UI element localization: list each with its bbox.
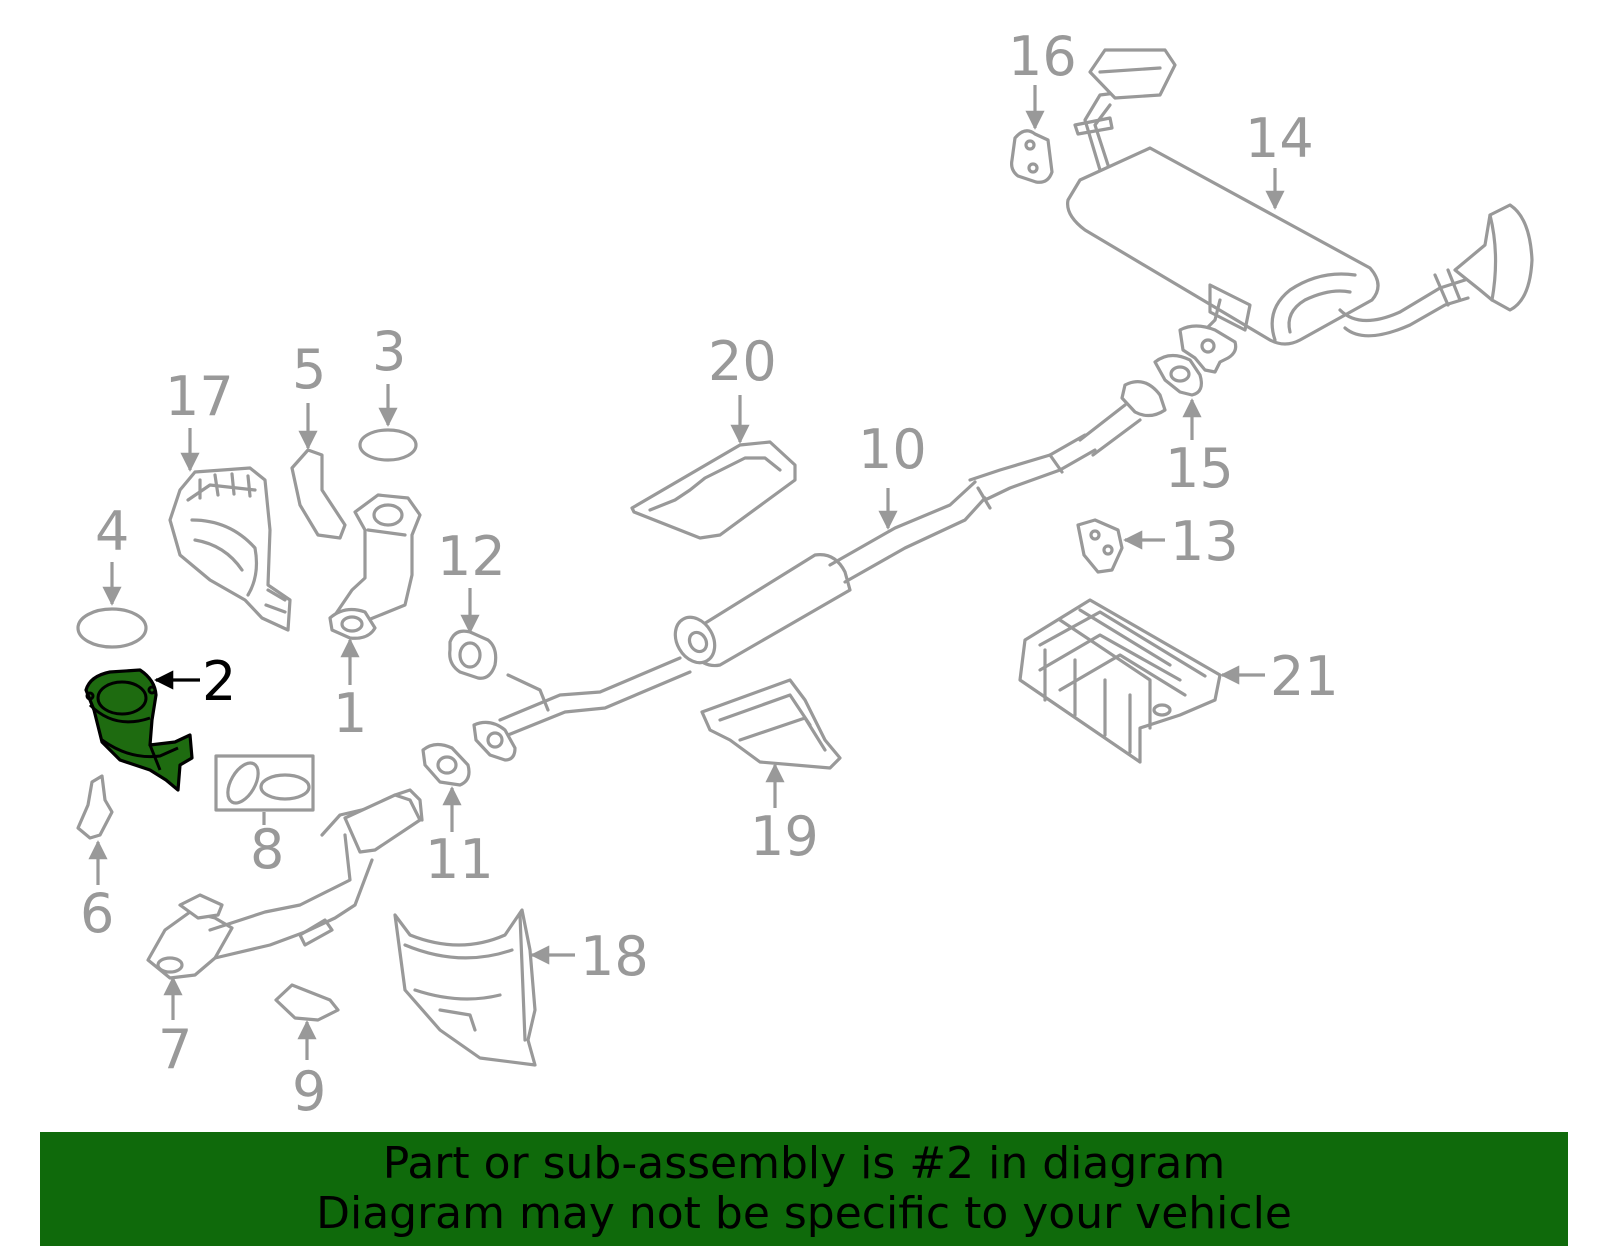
- callout-3[interactable]: 3: [372, 320, 406, 383]
- callout-11[interactable]: 11: [425, 828, 494, 891]
- callout-19[interactable]: 19: [750, 805, 819, 868]
- callout-16[interactable]: 16: [1008, 25, 1077, 88]
- part-5-bracket[interactable]: [290, 448, 347, 540]
- part-6-bracket[interactable]: [76, 774, 114, 840]
- callout-4[interactable]: 4: [95, 500, 129, 563]
- part-19-heat-shield[interactable]: [700, 678, 842, 770]
- part-9-bracket[interactable]: [274, 983, 340, 1022]
- part-3-gasket[interactable]: [358, 428, 418, 462]
- callout-5[interactable]: 5: [292, 338, 326, 401]
- part-16-hanger[interactable]: [1010, 129, 1054, 184]
- callout-12[interactable]: 12: [437, 525, 506, 588]
- part-1-catalytic-converter[interactable]: [328, 493, 422, 640]
- callout-10[interactable]: 10: [858, 418, 927, 481]
- part-14-rear-muffler[interactable]: [1066, 48, 1534, 374]
- callout-2[interactable]: 2: [202, 650, 236, 713]
- callout-7[interactable]: 7: [158, 1018, 192, 1081]
- part-7-front-pipe[interactable]: [146, 788, 424, 980]
- part-2-catalytic-converter-highlighted[interactable]: [84, 668, 194, 792]
- callout-arrows: [88, 85, 1285, 1060]
- callout-1[interactable]: 1: [333, 682, 367, 745]
- part-10-center-pipe[interactable]: [472, 380, 1167, 762]
- part-18-heat-shield[interactable]: [393, 908, 537, 1067]
- part-8-gasket-set[interactable]: [214, 754, 315, 812]
- callout-8[interactable]: 8: [250, 818, 284, 881]
- part-12-hanger[interactable]: [448, 629, 498, 680]
- part-11-gasket[interactable]: [421, 742, 471, 787]
- callout-18[interactable]: 18: [580, 925, 649, 988]
- part-17-heat-insulator[interactable]: [168, 466, 292, 632]
- part-4-gasket[interactable]: [76, 607, 148, 649]
- banner-part-note: Part or sub-assembly is #2 in diagram: [382, 1138, 1226, 1189]
- callout-13[interactable]: 13: [1170, 510, 1239, 573]
- callout-numbers: 16 14 15 20 10 13 21 19 12 11 1 3 5 17 4…: [80, 25, 1339, 1123]
- banner-disclaimer: Diagram may not be specific to your vehi…: [316, 1188, 1292, 1239]
- callout-21[interactable]: 21: [1270, 645, 1339, 708]
- part-15-gasket[interactable]: [1153, 353, 1203, 397]
- part-20-heat-shield[interactable]: [630, 440, 797, 540]
- info-banner: Part or sub-assembly is #2 in diagram Di…: [40, 1132, 1568, 1246]
- part-13-bracket[interactable]: [1076, 518, 1124, 574]
- part-21-heat-shield[interactable]: [1018, 598, 1222, 764]
- callout-20[interactable]: 20: [708, 330, 777, 393]
- callout-17[interactable]: 17: [165, 365, 234, 428]
- callout-15[interactable]: 15: [1165, 437, 1234, 500]
- callout-9[interactable]: 9: [292, 1060, 326, 1123]
- callout-6[interactable]: 6: [80, 882, 114, 945]
- callout-14[interactable]: 14: [1245, 107, 1314, 170]
